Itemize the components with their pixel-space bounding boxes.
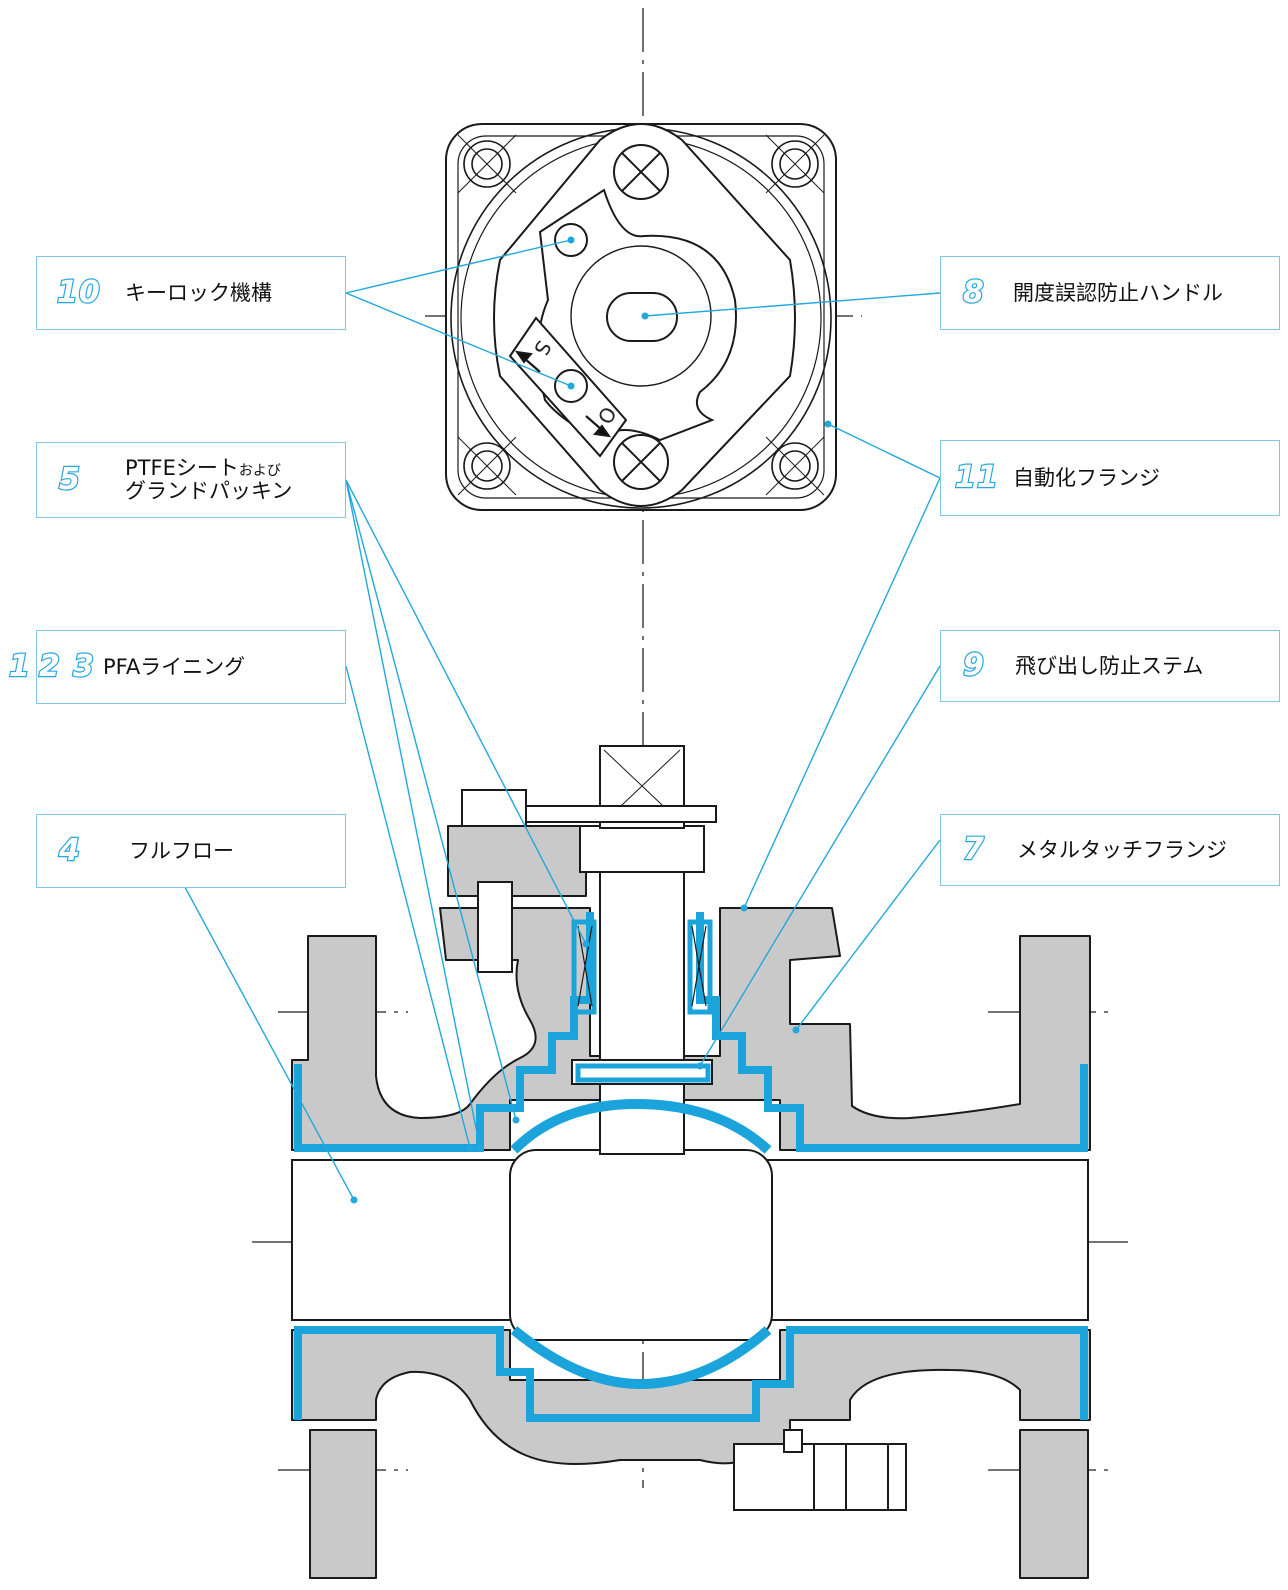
valve-ball (509, 1149, 773, 1341)
callout-pfa-lining: 1 2 3 PFAライニング (8, 630, 346, 704)
valve-body (291, 825, 1091, 1579)
callout-metal-touch: 7 メタルタッチフランジ (940, 814, 1280, 886)
stem-square (606, 292, 678, 342)
callout-label: 飛び出し防止ステム (1015, 653, 1204, 678)
callout-number: 8 (962, 275, 985, 310)
top-view (445, 123, 837, 511)
corner-bolts (457, 134, 825, 496)
callout-number-3: 3 (72, 649, 95, 684)
callout-number: 9 (962, 648, 985, 683)
callout-label: キーロック機構 (125, 280, 272, 305)
callout-number-2: 2 (38, 649, 61, 684)
callout-number: 7 (962, 832, 985, 867)
callout-ptfe-seat: 5 PTFEシートおよび グランドパッキン (36, 442, 346, 518)
callout-label: PTFEシートおよび グランドパッキン (125, 457, 292, 502)
leader-lines (165, 239, 941, 1201)
callout-stem: 9 飛び出し防止ステム (940, 630, 1280, 702)
callout-label-line1: PTFEシート (125, 456, 239, 481)
callout-number: 5 (58, 462, 81, 497)
callout-label-small: および (238, 463, 281, 480)
callout-label: メタルタッチフランジ (1017, 837, 1227, 862)
bolt-shank (477, 881, 513, 973)
callout-handle: 8 開度誤認防止ハンドル (940, 256, 1280, 330)
callout-number: 11 (954, 460, 999, 495)
callout-number-1: 1 (8, 649, 31, 684)
callout-full-flow: 4 フルフロー (36, 814, 346, 888)
callout-label: 開度誤認防止ハンドル (1013, 280, 1223, 305)
callout-label: PFAライニング (103, 654, 246, 679)
callout-label: 自動化フランジ (1013, 465, 1160, 490)
pfa-lining (294, 912, 1088, 1422)
callout-label-line2: グランドパッキン (125, 479, 293, 503)
callout-number: 4 (58, 833, 81, 868)
callout-automation-flange: 11 自動化フランジ (940, 440, 1280, 516)
callout-label: フルフロー (129, 838, 234, 863)
leader-dots (350, 236, 832, 1204)
callout-key-lock: 10 キーロック機構 (36, 256, 346, 330)
callout-number: 10 (56, 275, 101, 310)
